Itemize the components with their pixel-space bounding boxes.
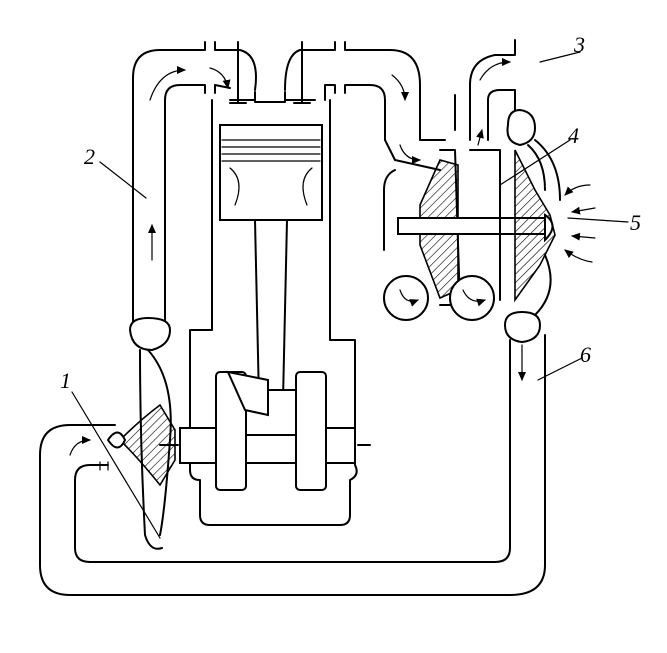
label-1: 1 [60, 368, 71, 393]
outer-return-duct [39, 334, 546, 596]
crankshaft [159, 370, 371, 491]
label-6: 6 [580, 342, 591, 367]
label-5: 5 [630, 210, 641, 235]
exhaust-manifold [284, 41, 446, 171]
leader-lines [71, 51, 629, 539]
label-4: 4 [568, 123, 579, 148]
piston [219, 124, 323, 414]
label-3: 3 [573, 32, 585, 57]
supercharger-1 [99, 316, 176, 550]
part-labels: 1 2 3 4 5 6 [60, 32, 641, 393]
flow-arrows [69, 58, 596, 456]
turbocharger [383, 39, 561, 344]
intake-pipe-2 [132, 41, 257, 323]
label-2: 2 [84, 144, 95, 169]
engine-block [189, 41, 358, 526]
